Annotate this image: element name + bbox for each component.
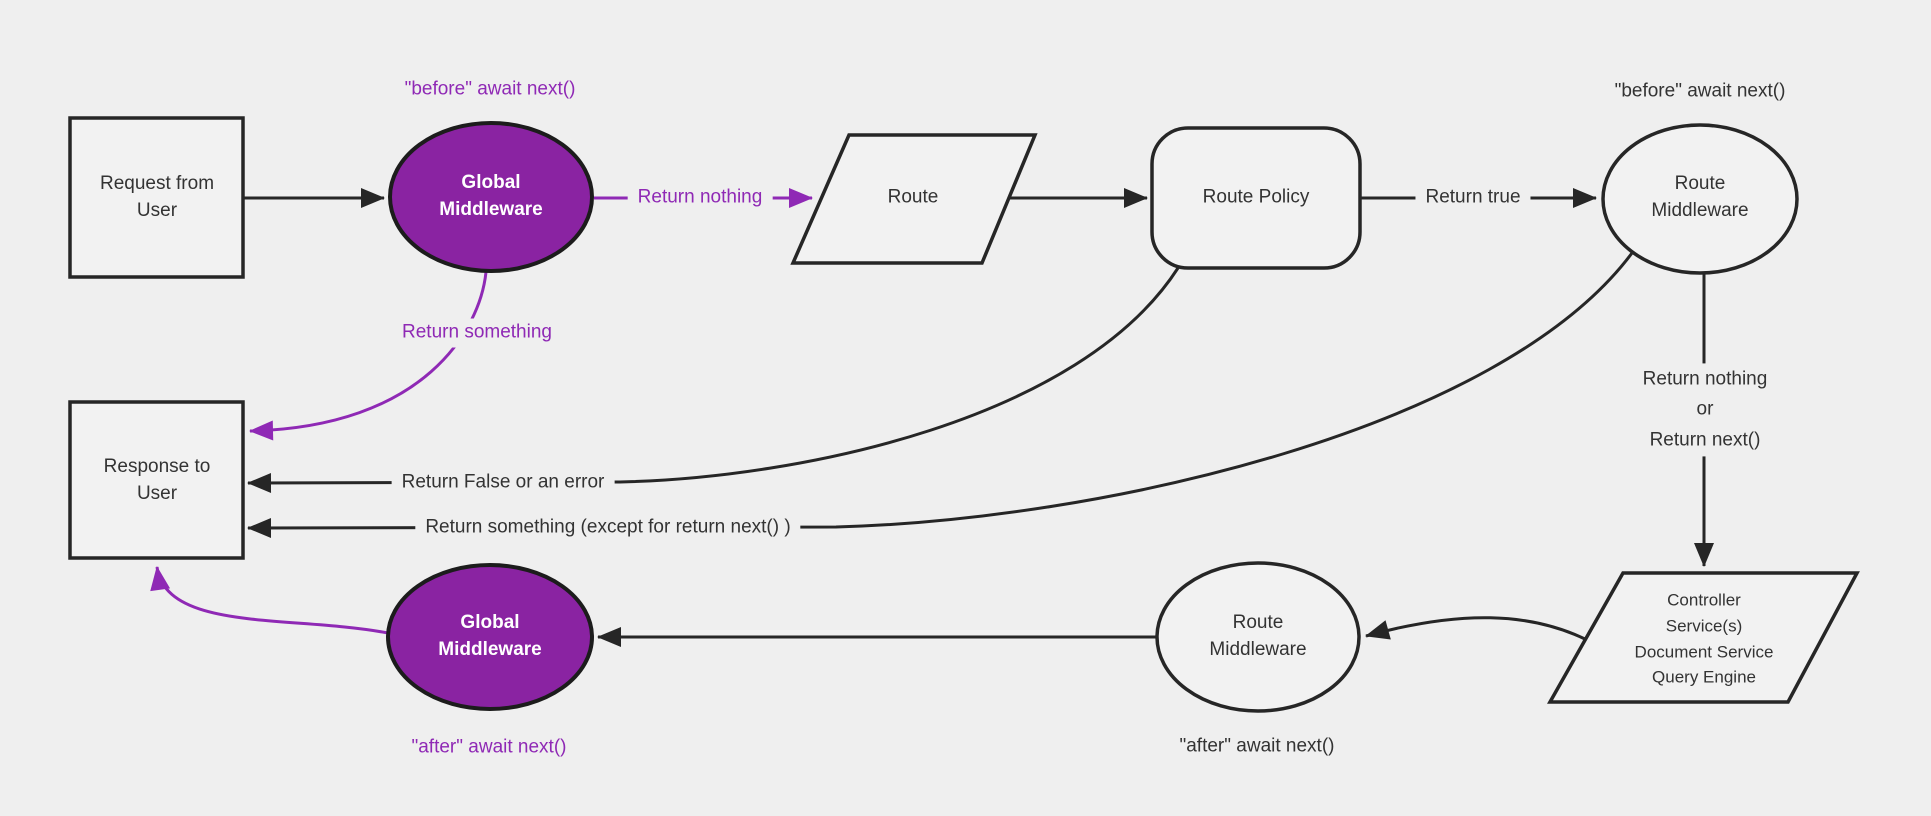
edge-route-policy-to-response [247,267,1180,493]
node-services [1546,571,1860,704]
edge-global-middleware-to-response [249,271,488,441]
edge-global-middleware-bottom-to-response [150,566,389,635]
node-global-middleware-top [388,121,594,273]
return-something-except-edge-label: Return something (except for return next… [415,513,801,543]
node-route-middleware-top [1601,123,1799,275]
global-middleware-bottom-label: Global Middleware [438,612,542,660]
after-await-next-annotation-global: "after" await next() [411,736,567,758]
node-global-middleware-bottom [386,563,594,711]
route-node-label: Route [887,186,939,208]
after-await-next-annotation-route: "after" await next() [1179,735,1335,757]
return-true-edge-label: Return true [1415,183,1531,213]
edge-services-to-route-middleware-bottom [1365,616,1588,642]
nodes [68,116,1860,713]
response-node-label: Response to User [103,456,211,504]
route-middleware-top-label: Route Middleware [1651,173,1749,221]
return-false-edge-label: Return False or an error [391,468,615,498]
global-middleware-top-label: Global Middleware [439,172,543,220]
route-policy-node-label: Route Policy [1202,186,1310,208]
node-route-middleware-bottom [1155,561,1361,713]
before-await-next-annotation-route: "before" await next() [1614,80,1786,102]
node-route [790,133,1038,265]
return-nothing-edge-label: Return nothing [627,183,773,213]
before-await-next-annotation-global: "before" await next() [404,78,576,100]
node-response [68,400,245,560]
node-route-policy [1150,126,1362,270]
return-something-edge-label: Return something [392,318,562,348]
services-node-label: Controller Service(s) Document Service Q… [1634,590,1774,687]
return-nothing-or-next-edge-label: Return nothing or Return next() [1632,363,1778,457]
route-middleware-bottom-label: Route Middleware [1209,612,1307,660]
request-node-label: Request from User [99,173,215,221]
node-request [68,116,245,279]
edge-route-middleware-to-response [247,252,1634,538]
